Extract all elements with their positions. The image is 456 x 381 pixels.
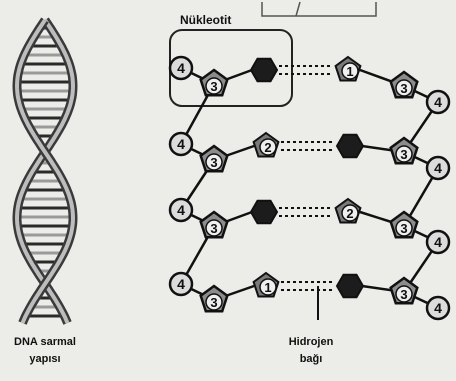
sugar-label: 3 xyxy=(400,221,407,236)
base-hexagon xyxy=(251,59,277,82)
phosphate-label: 4 xyxy=(177,60,185,76)
dna-strands: 4 3 1 3 4 4 3 2 3 4 4 3 2 3 4 4 3 1 3 4 xyxy=(170,57,449,319)
phosphate-label: 4 xyxy=(177,136,185,152)
dna-structure-label-line1: DNA sarmal xyxy=(0,334,90,351)
dna-structure-label: DNA sarmal yapısı xyxy=(0,334,90,368)
phosphate-label: 4 xyxy=(434,234,442,250)
base-hexagon xyxy=(337,275,363,298)
base-label: 2 xyxy=(264,140,271,155)
hydrogen-bond-label-line1: Hidrojen xyxy=(276,334,346,351)
phosphate-label: 4 xyxy=(177,276,185,292)
sugar-label: 3 xyxy=(400,81,407,96)
phosphate-label: 4 xyxy=(434,94,442,110)
base-label: 2 xyxy=(346,206,353,221)
sugar-label: 3 xyxy=(210,221,217,236)
sugar-label: 3 xyxy=(210,79,217,94)
dna-structure-label-line2: yapısı xyxy=(0,351,90,368)
sugar-label: 3 xyxy=(400,147,407,162)
hydrogen-bond-label: Hidrojen bağı xyxy=(276,334,346,368)
top-box-sketch xyxy=(262,2,376,16)
sugar-label: 3 xyxy=(400,287,407,302)
nucleotide-label: Nükleotit xyxy=(180,13,231,27)
base-hexagon xyxy=(337,135,363,158)
hydrogen-bond-label-line2: bağı xyxy=(276,351,346,368)
base-hexagon xyxy=(251,201,277,224)
dna-helix-illustration xyxy=(17,20,73,323)
base-label: 1 xyxy=(346,64,353,79)
sugar-label: 3 xyxy=(210,295,217,310)
phosphate-label: 4 xyxy=(177,202,185,218)
phosphate-label: 4 xyxy=(434,300,442,316)
top-box-mark xyxy=(296,2,300,16)
sugar-label: 3 xyxy=(210,155,217,170)
base-label: 1 xyxy=(264,280,271,295)
phosphate-label: 4 xyxy=(434,160,442,176)
